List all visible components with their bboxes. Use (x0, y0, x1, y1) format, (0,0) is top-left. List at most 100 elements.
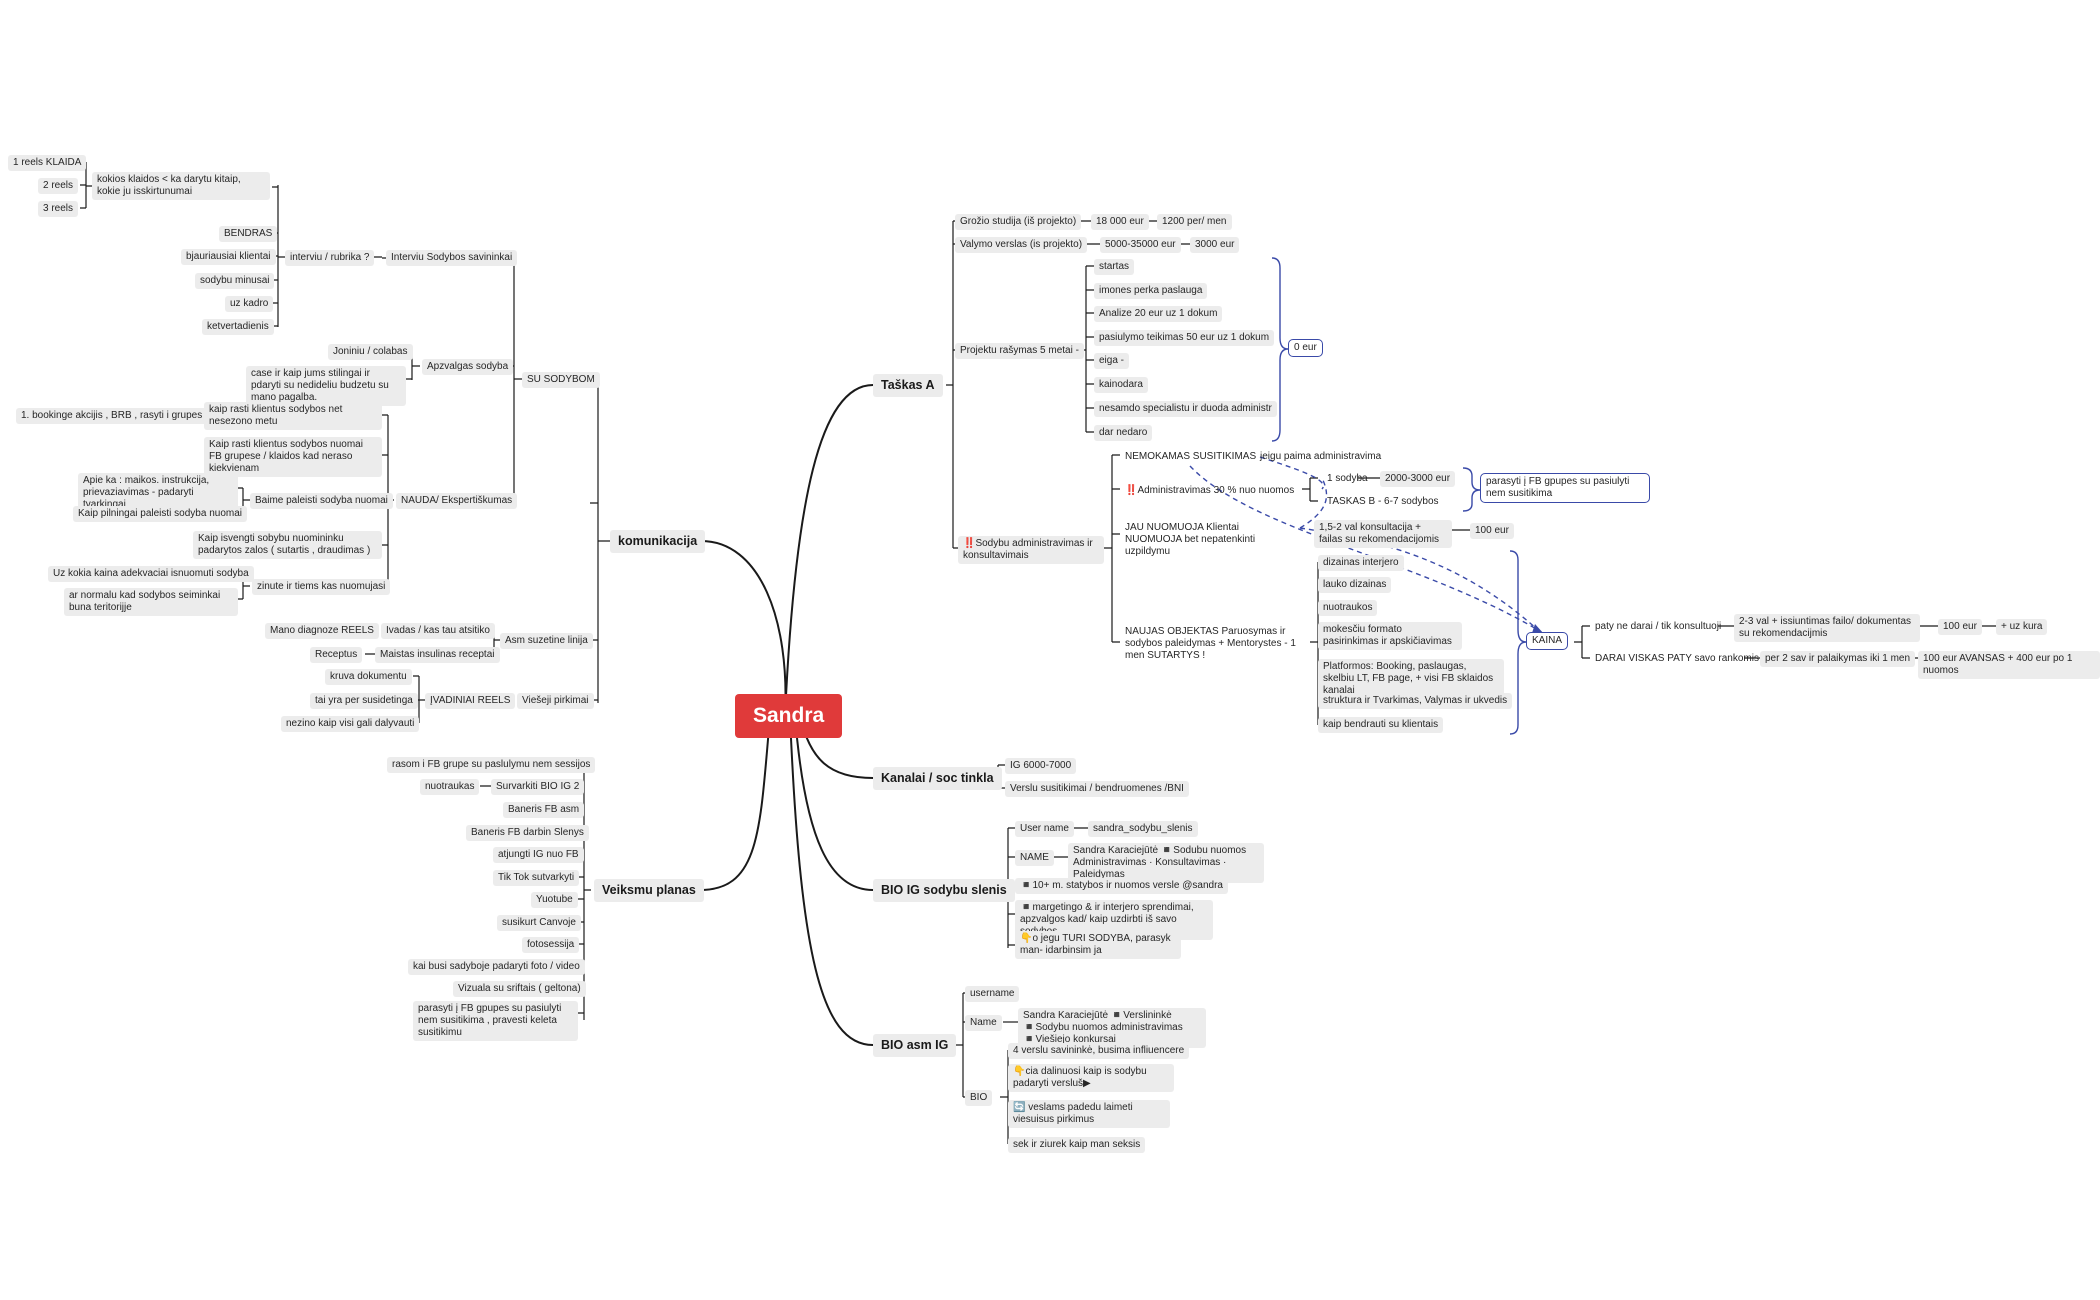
branch-kanalai[interactable]: Kanalai / soc tinkla (873, 767, 1002, 790)
topic-rasti-klientus[interactable]: kaip rasti klientus sodybos net nesezono… (204, 402, 382, 430)
topic-asm[interactable]: Asm suzetine linija (500, 633, 593, 649)
bio-user-name-label[interactable]: User name (1015, 821, 1074, 837)
projektu-item-3[interactable]: Analize 20 eur uz 1 dokum (1094, 306, 1223, 322)
projektu-item-6[interactable]: kainodara (1094, 377, 1148, 393)
taskas-projektu[interactable]: Projektu rašymas 5 metai - (955, 343, 1084, 359)
kaina-darai-price[interactable]: 100 eur AVANSAS + 400 eur po 1 nuomos (1918, 651, 2100, 679)
sodybu-naujas[interactable]: NAUJAS OBJEKTAS Paruosymas ir sodybos pa… (1125, 626, 1296, 661)
projektu-item-7[interactable]: nesamdo specialistu ir duoda administr (1094, 401, 1277, 417)
topic-su-sodybom[interactable]: SU SODYBOM (522, 372, 600, 388)
branch-bio-asm-ig[interactable]: BIO asm IG (873, 1034, 957, 1057)
zero-eur-box[interactable]: 0 eur (1288, 339, 1323, 357)
bio-asm-line-1[interactable]: 4 verslu savininkė, busima infliuencere (1008, 1043, 1190, 1059)
naujas-item-4[interactable]: mokesčiu formato pasirinkimas ir apskiči… (1318, 622, 1462, 650)
topic-bendras[interactable]: BENDRAS (219, 226, 278, 242)
branch-taskas-a[interactable]: Taškas A (873, 374, 943, 397)
sodybu-one[interactable]: 1 sodyba (1327, 473, 1368, 484)
bio-line-3[interactable]: 👇o jegu TURI SODYBA, parasyk man- idarbi… (1015, 931, 1181, 959)
topic-apzvalgas[interactable]: Apzvalgas sodyba (422, 359, 514, 375)
topic-kokia-kaina[interactable]: Uz kokia kaina adekvaciai isnuomuti sody… (48, 566, 254, 582)
topic-baime[interactable]: Baime paleisti sodyba nuomai (250, 493, 393, 509)
plan-item-1[interactable]: rasom i FB grupe su paslulymu nem sessij… (387, 757, 596, 773)
kanalai-ig[interactable]: IG 6000-7000 (1005, 758, 1077, 774)
bio-asm-line-3[interactable]: 🔄 veslams padedu laimeti viesuisus pirki… (1008, 1100, 1170, 1128)
branch-bio-ig-sodybu[interactable]: BIO IG sodybu slenis (873, 879, 1015, 902)
plan-item-2[interactable]: Survarkiti BIO IG 2 (491, 779, 585, 795)
topic-rasti-fb[interactable]: Kaip rasti klientus sodybos nuomai FB gr… (204, 437, 382, 477)
plan-item-4[interactable]: Baneris FB darbin Slenys (466, 825, 589, 841)
sodybu-nemokamas[interactable]: NEMOKAMAS SUSITIKIMAS (1125, 451, 1257, 462)
kaina-paty-price[interactable]: 100 eur (1938, 619, 1982, 635)
sodybu-range[interactable]: 2000-3000 eur (1380, 471, 1456, 487)
bio-name-label[interactable]: NAME (1015, 850, 1054, 866)
topic-bjauriausiai[interactable]: bjauriausiai klientai (181, 249, 276, 265)
projektu-item-8[interactable]: dar nedaro (1094, 425, 1153, 441)
topic-kaip-pilnai[interactable]: Kaip pilningai paleisti sodyba nuomai (73, 506, 247, 522)
topic-uz-kadro[interactable]: uz kadro (225, 296, 274, 312)
bio-asm-line-2[interactable]: 👇cia dalinuosi kaip is sodybu padaryti v… (1008, 1064, 1174, 1092)
kaina-box[interactable]: KAINA (1526, 632, 1569, 650)
plan-item-9[interactable]: fotosessija (522, 937, 580, 953)
kaina-darai-detail[interactable]: per 2 sav ir palaikymas iki 1 men (1760, 651, 1916, 667)
plan-nuotraukas[interactable]: nuotraukas (420, 779, 480, 795)
kanalai-verslu[interactable]: Verslu susitikimai / bendruomenes /BNI (1005, 781, 1189, 797)
topic-klaidos[interactable]: kokios klaidos < ka darytu kitaip, kokie… (92, 172, 270, 200)
bio-asm-username[interactable]: username (965, 986, 1020, 1002)
naujas-item-6[interactable]: struktura ir Tvarkimas, Valymas ir ukved… (1318, 693, 1513, 709)
bio-user-name-value[interactable]: sandra_sodybu_slenis (1088, 821, 1198, 837)
kaina-paty-kura[interactable]: + uz kura (1996, 619, 2048, 635)
taskas-valymo-month[interactable]: 3000 eur (1190, 237, 1240, 253)
plan-item-5[interactable]: atjungti IG nuo FB (493, 847, 584, 863)
sodybu-taskas-b[interactable]: TASKAS B - 6-7 sodybos (1327, 496, 1439, 507)
projektu-item-4[interactable]: pasiulymo teikimas 50 eur uz 1 dokum (1094, 330, 1275, 346)
sodybu-konsult[interactable]: 1,5-2 val konsultacija + failas su rekom… (1314, 520, 1452, 548)
plan-item-8[interactable]: susikurt Canvoje (497, 915, 581, 931)
parasyti-box[interactable]: parasyti į FB gpupes su pasiulyti nem su… (1480, 473, 1650, 503)
kaina-paty-detail[interactable]: 2-3 val + issiuntimas failo/ dokumentas … (1734, 614, 1920, 642)
kaina-paty[interactable]: paty ne darai / tik konsultuoji (1595, 621, 1722, 632)
plan-item-3[interactable]: Baneris FB asm (503, 802, 585, 818)
sodybu-jau[interactable]: JAU NUOMUOJA Klientai NUOMUOJA bet nepat… (1125, 522, 1256, 557)
naujas-item-2[interactable]: lauko dizainas (1318, 577, 1392, 593)
projektu-item-1[interactable]: startas (1094, 259, 1135, 275)
bio-name-value[interactable]: Sandra Karaciejūtė ◾Sodubu nuomos Admini… (1068, 843, 1264, 883)
naujas-item-1[interactable]: dizainas interjero (1318, 555, 1404, 571)
taskas-valymo-value[interactable]: 5000-35000 eur (1100, 237, 1181, 253)
topic-ivadas[interactable]: Ivadas / kas tau atsitiko (381, 623, 495, 639)
naujas-item-7[interactable]: kaip bendrauti su klientais (1318, 717, 1444, 733)
projektu-item-2[interactable]: imones perka paslauga (1094, 283, 1208, 299)
bio-asm-bio-label[interactable]: BIO (965, 1090, 993, 1106)
topic-reels-2[interactable]: 2 reels (38, 178, 79, 194)
topic-interviu[interactable]: Interviu Sodybos savininkai (386, 250, 518, 266)
kaina-darai[interactable]: DARAI VISKAS PATY savo rankomis (1595, 653, 1759, 664)
topic-case[interactable]: case ir kaip jums stilingai ir pdaryti s… (246, 366, 406, 406)
topic-mano-diagnoze[interactable]: Mano diagnoze REELS (265, 623, 379, 639)
bio-line-1[interactable]: ◾10+ m. statybos ir nuomos versle @sandr… (1015, 878, 1228, 894)
topic-viesieji[interactable]: Viešeji pirkimai (517, 693, 594, 709)
topic-reels-3[interactable]: 3 reels (38, 201, 79, 217)
taskas-sodybu[interactable]: ‼️Sodybu administravimas ir konsultavima… (958, 536, 1104, 564)
bio-asm-name-value[interactable]: Sandra Karaciejūtė ◾Verslininkė ◾Sodybu … (1018, 1008, 1206, 1048)
bio-asm-line-4[interactable]: sek ir ziurek kaip man seksis (1008, 1137, 1146, 1153)
sodybu-jeigu[interactable]: jeigu paima administravima (1260, 451, 1382, 462)
taskas-grozio-value[interactable]: 18 000 eur (1091, 214, 1149, 230)
projektu-item-5[interactable]: eiga - (1094, 353, 1130, 369)
topic-ketvertadienis[interactable]: ketvertadienis (202, 319, 274, 335)
topic-interviu-rubrika[interactable]: interviu / rubrika ? (285, 250, 375, 266)
plan-item-7[interactable]: Yuotube (531, 892, 578, 908)
naujas-item-5[interactable]: Platformos: Booking, paslaugas, skelbiu … (1318, 659, 1504, 699)
branch-veiksmu-planas[interactable]: Veiksmu planas (594, 879, 704, 902)
topic-reels-1[interactable]: 1 reels KLAIDA (8, 155, 87, 171)
topic-normalu[interactable]: ar normalu kad sodybos seiminkai buna te… (64, 588, 238, 616)
taskas-valymo[interactable]: Valymo verslas (is projekto) (955, 237, 1088, 253)
plan-item-11[interactable]: Vizuala su sriftais ( geltona) (453, 981, 586, 997)
topic-isvengti[interactable]: Kaip isvengti sobybu nuomininku padaryto… (193, 531, 382, 559)
taskas-grozio-month[interactable]: 1200 per/ men (1157, 214, 1232, 230)
topic-joniniu[interactable]: Joniniu / colabas (328, 344, 413, 360)
branch-komunikacija[interactable]: komunikacija (610, 530, 706, 553)
plan-item-6[interactable]: Tik Tok sutvarkyti (493, 870, 580, 886)
topic-maistas[interactable]: Maistas insulinas receptai (375, 647, 500, 663)
topic-dalyvauti[interactable]: nezino kaip visi gali dalyvauti (281, 716, 420, 732)
topic-ivadiniai[interactable]: ĮVADINIAI REELS (425, 693, 516, 709)
central-topic[interactable]: Sandra (735, 694, 843, 738)
